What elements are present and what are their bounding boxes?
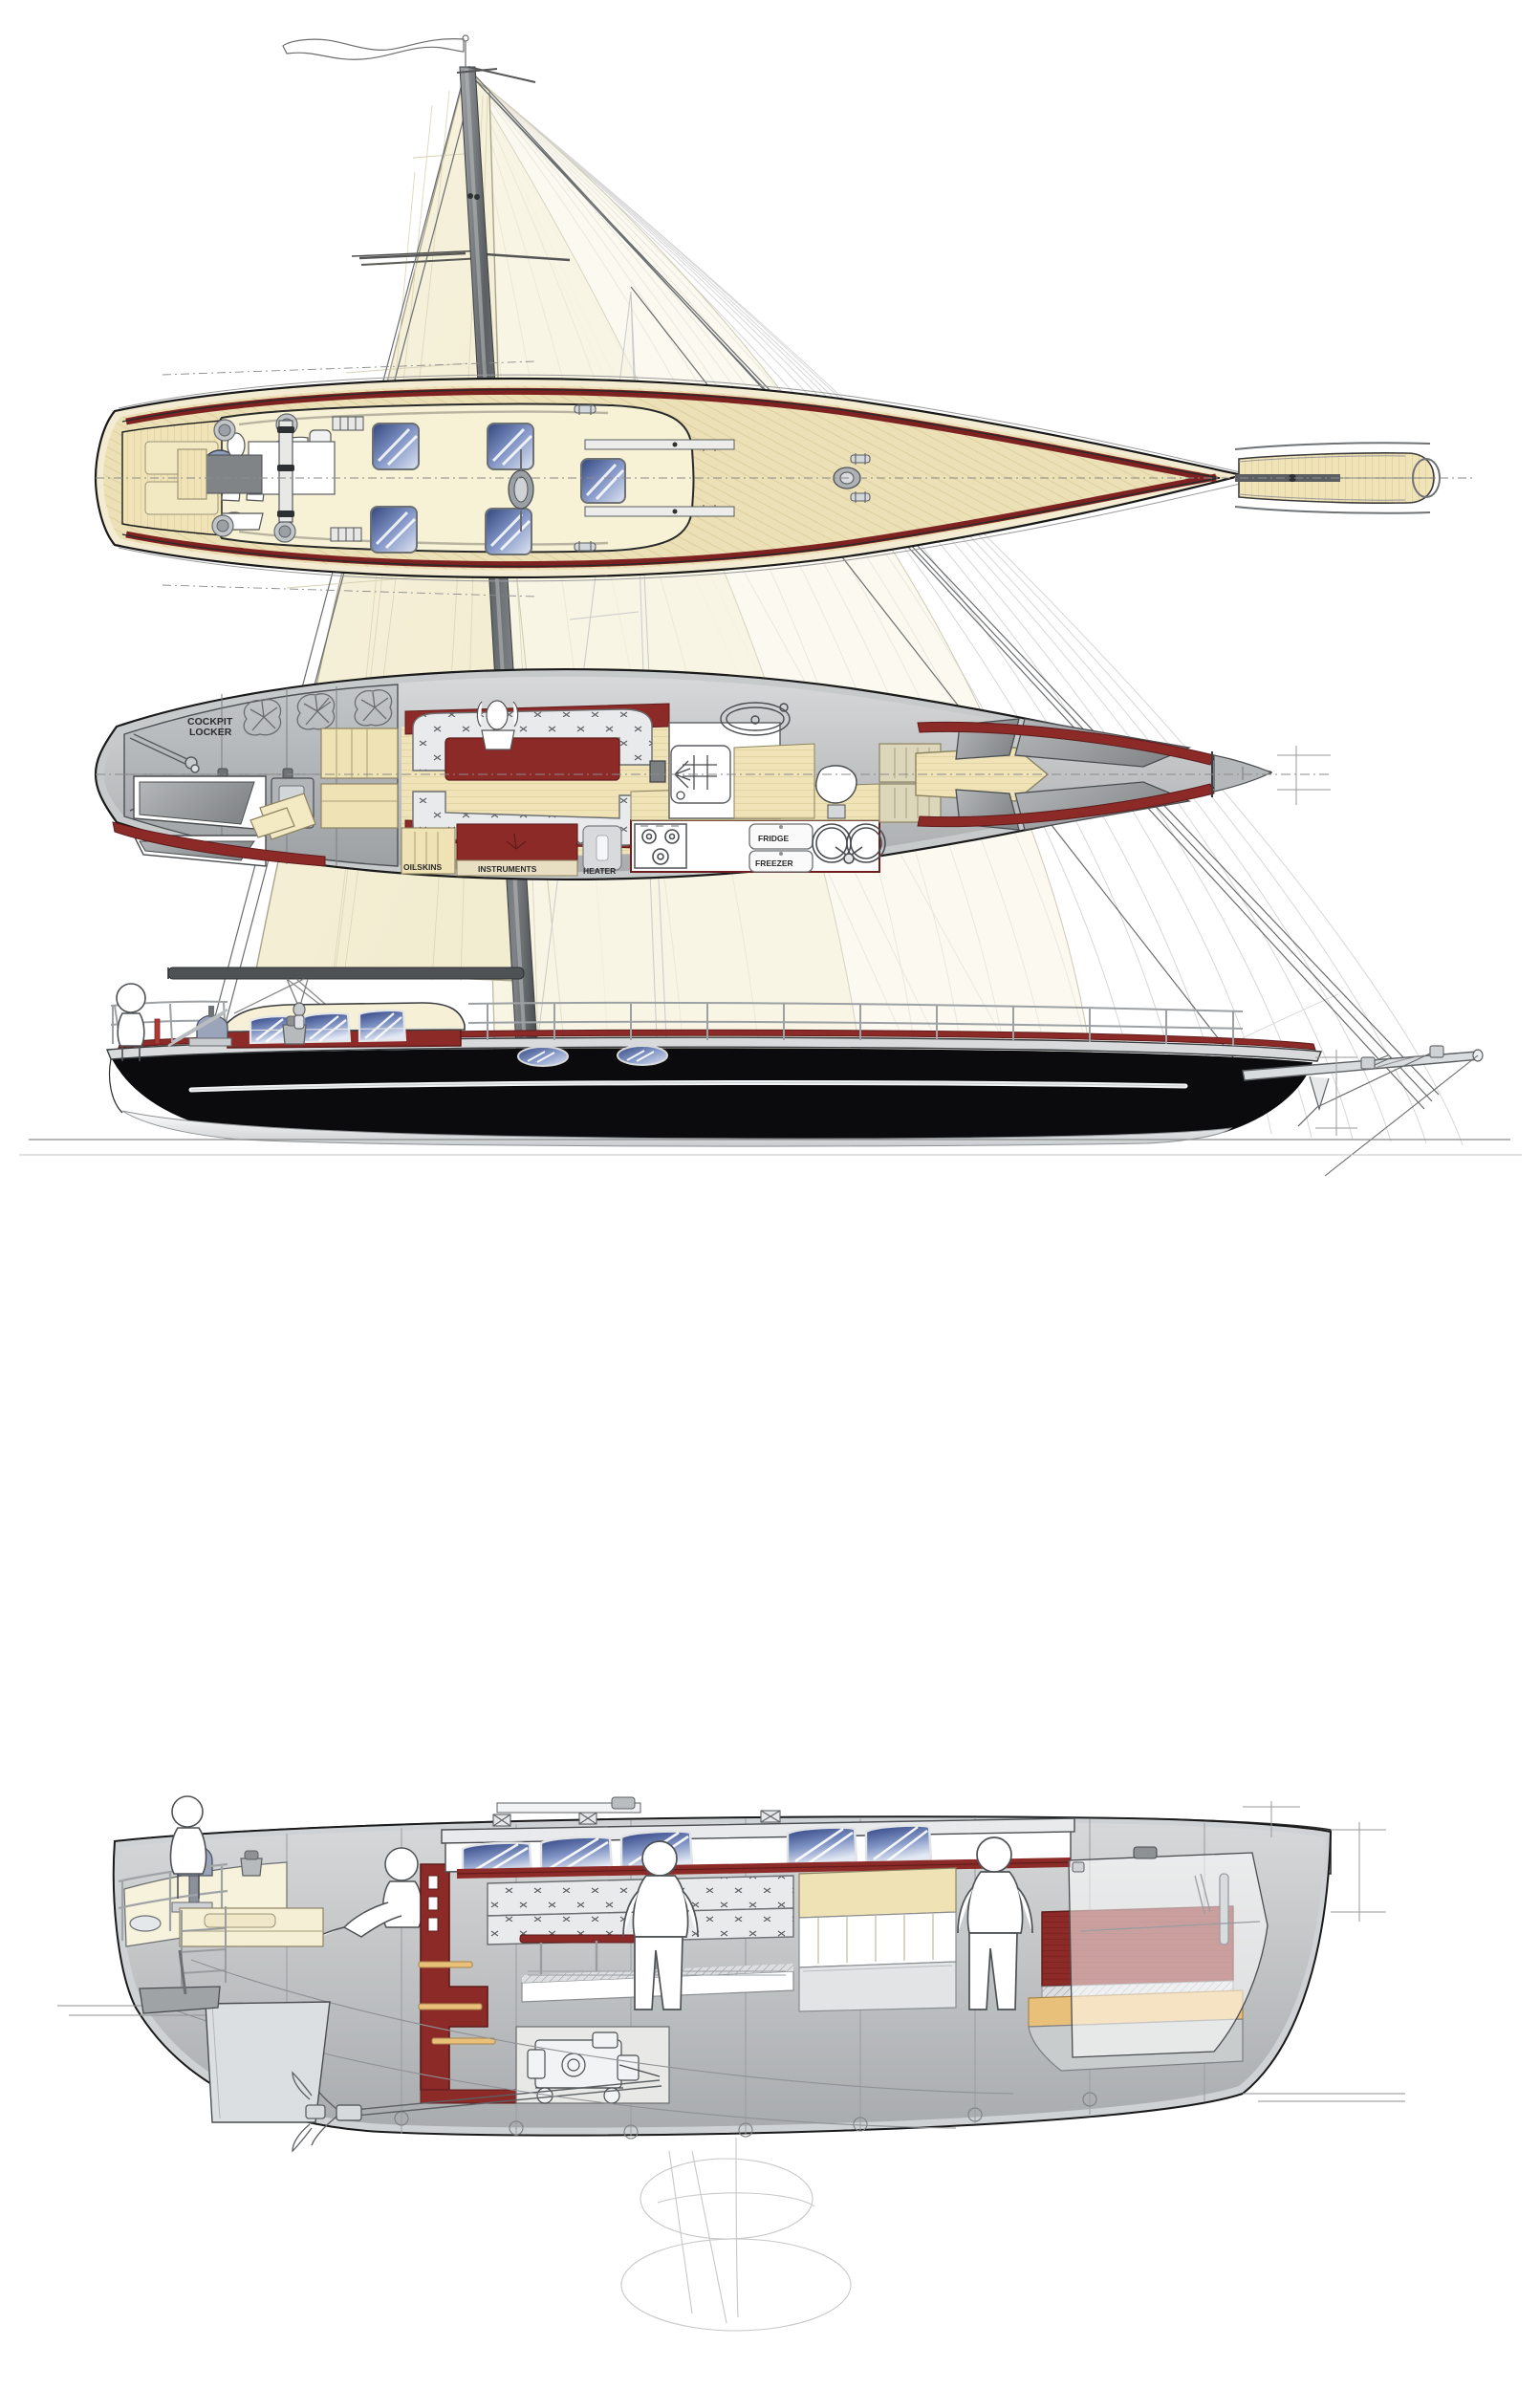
bowsprit-profile [1242,1045,1484,1177]
keel-section [205,2001,331,2123]
masthead-burgee [282,34,469,67]
bulkhead-louvres [427,1875,439,1932]
aft-bulkhead-labels: OILSKINS INSTRUMENTS HEATER [401,823,622,877]
genoa-tracks-plan [584,439,735,517]
coachroof-hatches-section [492,1810,781,1827]
sail-foot-projection [620,2137,852,2332]
cockpit-section [118,1795,423,1987]
companion-steps [418,1961,496,2045]
hatch-forward-port [487,423,534,470]
fridge-lid: FRIDGE [748,823,813,850]
crew-figure-standing-saloon [622,1840,699,2010]
shaft-and-propeller [311,2079,662,2146]
cockpit-locker-label-line1: COCKPIT [187,716,233,728]
heater-label: HEATER [583,866,616,876]
coachroof-profile [225,1002,466,1049]
hatch-saloon-port [372,423,420,470]
coachroof-section [441,1796,1075,1879]
deck-hatches-plan [370,423,626,555]
hull-portlights-profile [517,1045,668,1067]
interior-profile-view [57,1795,1405,2332]
crew-figure-standing-aft [169,1795,207,1899]
crew-figure-profile [116,983,146,1061]
saloon-area: OILSKINS INSTRUMENTS HEATER [249,700,670,877]
hatch-fore-cabin [580,458,626,504]
folding-seat-plan [249,793,316,840]
accommodation-plan-view: COCKPIT LOCKER [94,667,1331,881]
companionway-hatch-plan [177,420,336,523]
cooker-icon [634,823,687,869]
interior-dimension-lines [1243,1801,1386,1922]
mast-partner-plan [508,449,534,532]
masthead-crane [456,66,536,83]
deck-plan-view [94,360,1472,598]
fridge-label: FRIDGE [758,834,789,843]
saloon-windows-section [461,1824,933,1879]
crew-figure-saloon-plan [476,700,519,750]
freezer-lid: FREEZER [748,850,813,873]
instruments-label: INSTRUMENTS [478,864,537,874]
rope-clutches-plan [330,416,364,542]
forepeak-area [915,718,1273,831]
main-boom [167,967,525,980]
rope-coil-icon [243,689,393,736]
crew-figure-helmsman-section [305,1847,423,1944]
aft-cabin-section [1028,1846,1269,2072]
plan-construction-lines [96,360,1472,598]
stern-profile [108,1058,123,1114]
winch-section [240,1850,263,1877]
pushpit-section [118,1862,228,1941]
galley-section [798,1867,957,2012]
oilskins-label: OILSKINS [403,862,442,872]
hatch-forward-stbd [485,508,532,555]
mast-step-plan [649,760,666,783]
engine-space-section [311,2026,670,2146]
mainsheet-tackle [286,978,309,1030]
cockpit-locker-label-line2: LOCKER [189,727,232,738]
nav-station-plan [320,728,399,829]
window-2 [302,1011,352,1044]
galley-sinks [812,823,886,864]
head-compartment-plan [668,702,857,819]
spreaders [358,251,571,262]
exterior-profile-view [29,978,1510,1177]
window-3 [358,1009,407,1043]
companionway-bulkhead-section [418,1863,536,2104]
propeller-section [292,2071,326,2153]
freezer-label: FREEZER [755,858,793,868]
toilet-icon [815,765,857,819]
basin-icon [720,702,791,736]
guardrail-plan [118,374,1249,582]
rudder-section [139,1949,221,2014]
crew-figure-standing-galley [957,1836,1033,2010]
cockpit-gear-profile [154,1006,307,1048]
hatch-saloon-stbd [370,506,418,554]
